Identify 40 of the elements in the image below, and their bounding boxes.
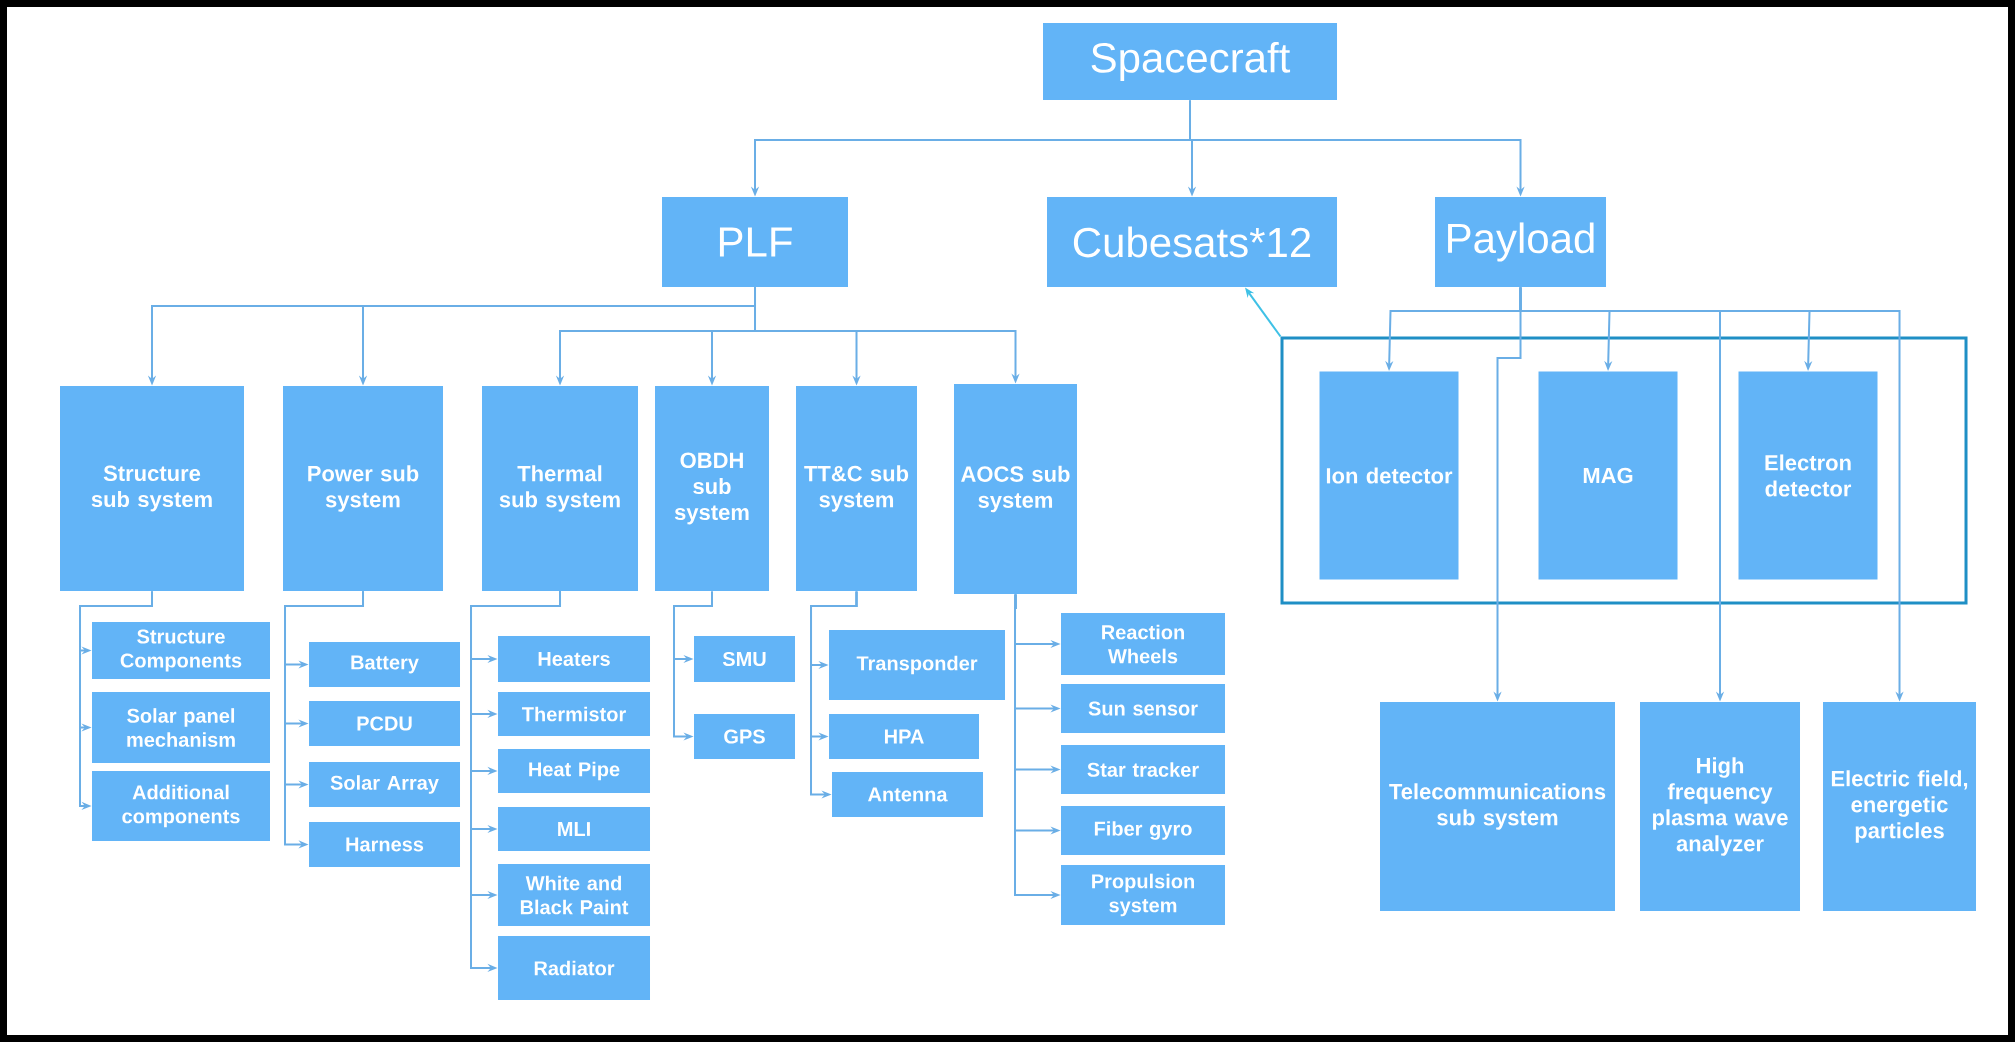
component-box: Transponder	[829, 630, 1005, 700]
component-box: Solar Array	[309, 762, 460, 807]
component-box: Structure Components	[92, 622, 270, 679]
subsystem-box: OBDH sub system	[655, 386, 769, 591]
component-box: Star tracker	[1061, 745, 1225, 794]
component-box: PCDU	[309, 701, 460, 746]
subsystem-box: MAG	[1538, 371, 1678, 580]
component-box: Heat Pipe	[498, 749, 650, 793]
component-box: GPS	[694, 714, 795, 759]
component-box: Reaction Wheels	[1061, 613, 1225, 675]
component-box: Harness	[309, 822, 460, 867]
subsystem-box: High frequency plasma wave analyzer	[1640, 702, 1800, 911]
component-box: Solar panel mechanism	[92, 692, 270, 763]
process-box: Payload	[1435, 197, 1606, 287]
component-box: Antenna	[832, 772, 983, 817]
component-box: Battery	[309, 642, 460, 687]
component-box: White and Black Paint	[498, 864, 650, 926]
subsystem-box: Structure sub system	[60, 386, 244, 591]
component-box: Propulsion system	[1061, 865, 1225, 925]
component-box: Heaters	[498, 636, 650, 682]
subsystem-box: Power sub system	[283, 386, 443, 591]
subsystem-box: AOCS sub system	[954, 384, 1077, 594]
component-box: Sun sensor	[1061, 684, 1225, 733]
group-frame	[1280, 336, 1968, 605]
component-box: Additional components	[92, 771, 270, 841]
process-box: PLF	[662, 197, 848, 287]
subsystem-box: TT&C sub system	[796, 386, 917, 591]
process-box: Spacecraft	[1043, 23, 1337, 100]
component-box: Radiator	[498, 936, 650, 1000]
subsystem-box: Electric field, energetic particles	[1823, 702, 1976, 911]
subsystem-box: Thermal sub system	[482, 386, 638, 591]
process-box: Cubesats*12	[1047, 197, 1337, 287]
subsystem-box: Electron detector	[1738, 371, 1878, 580]
component-box: Thermistor	[498, 692, 650, 736]
subsystem-box: Telecommunications sub system	[1380, 702, 1615, 911]
component-box: SMU	[694, 636, 795, 682]
component-box: Fiber gyro	[1061, 806, 1225, 855]
subsystem-box: Ion detector	[1319, 371, 1459, 580]
component-box: MLI	[498, 807, 650, 851]
component-box: HPA	[829, 714, 979, 759]
